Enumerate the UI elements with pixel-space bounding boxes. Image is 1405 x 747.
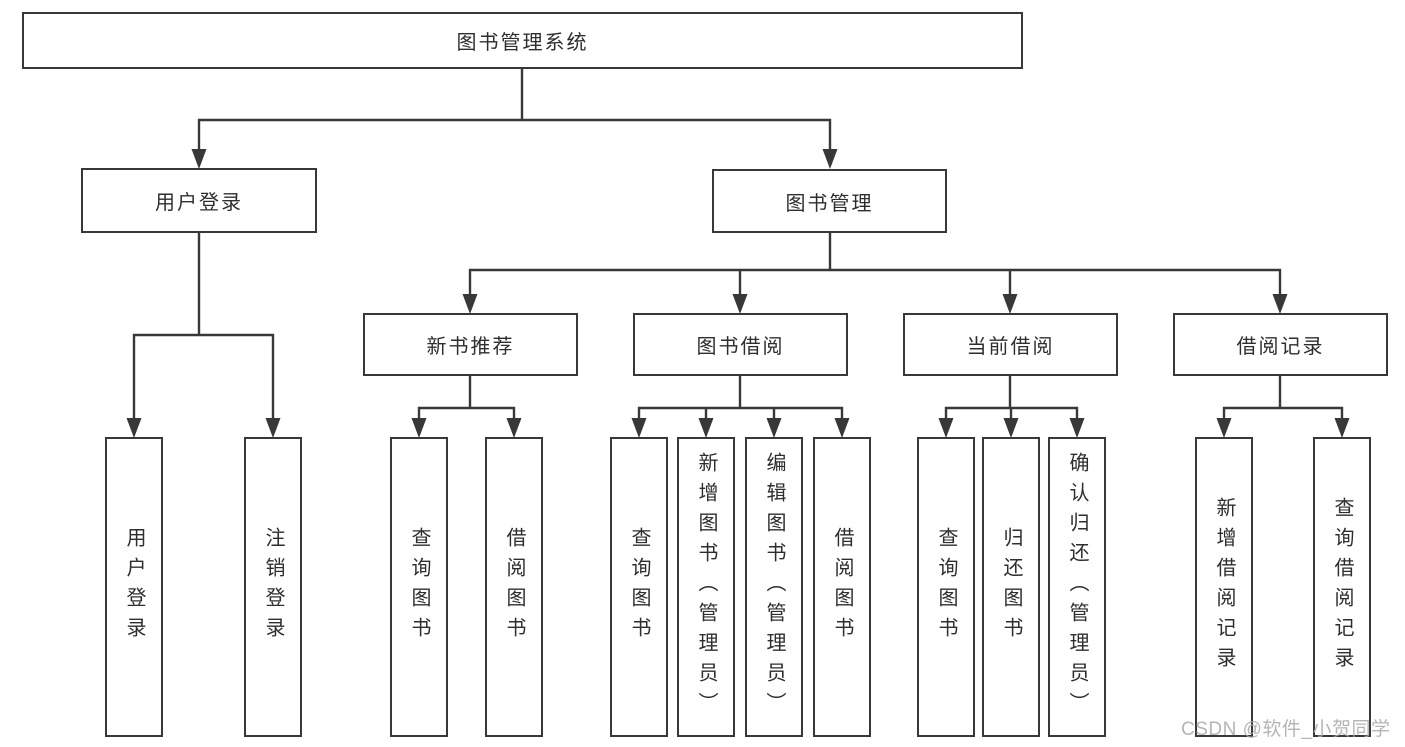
node-label: 新书推荐	[426, 336, 515, 358]
leaf-label: 新增图书（管理员）	[695, 452, 717, 722]
node-new-book-recommend: 新书推荐	[363, 313, 578, 376]
leaf-edit-book-admin: 编辑图书（管理员）	[745, 437, 803, 737]
leaf-label: 确认归还（管理员）	[1066, 452, 1088, 722]
node-label: 当前借阅	[966, 336, 1055, 358]
leaf-label: 查询图书	[935, 527, 957, 647]
leaf-add-book-admin: 新增图书（管理员）	[677, 437, 735, 737]
leaf-label: 查询图书	[628, 527, 650, 647]
leaf-borrow-query-book: 查询图书	[610, 437, 668, 737]
node-label: 图书管理系统	[456, 32, 589, 54]
leaf-borrow-book: 借阅图书	[813, 437, 871, 737]
leaf-label: 借阅图书	[503, 527, 525, 647]
leaf-recommend-query-book: 查询图书	[390, 437, 448, 737]
leaf-add-borrow-record: 新增借阅记录	[1195, 437, 1253, 737]
leaf-label: 新增借阅记录	[1213, 497, 1235, 677]
node-current-borrow: 当前借阅	[903, 313, 1118, 376]
node-borrow-records: 借阅记录	[1173, 313, 1388, 376]
leaf-label: 注销登录	[262, 527, 284, 647]
leaf-label: 用户登录	[123, 527, 145, 647]
leaf-current-query-book: 查询图书	[917, 437, 975, 737]
node-user-login: 用户登录	[81, 168, 317, 233]
arrowheads	[126, 149, 1350, 438]
node-label: 图书管理	[785, 192, 874, 215]
csdn-watermark: CSDN @软件_小贺同学	[1181, 719, 1391, 740]
node-label: 图书借阅	[696, 336, 785, 358]
node-library-management-system: 图书管理系统	[22, 12, 1023, 69]
leaf-query-borrow-record: 查询借阅记录	[1313, 437, 1371, 737]
leaf-confirm-return-admin: 确认归还（管理员）	[1048, 437, 1106, 737]
leaf-user-login: 用户登录	[105, 437, 163, 737]
node-book-management: 图书管理	[712, 169, 947, 233]
node-label: 借阅记录	[1236, 336, 1325, 358]
leaf-logout: 注销登录	[244, 437, 302, 737]
leaf-label: 查询借阅记录	[1331, 497, 1353, 677]
leaf-label: 归还图书	[1000, 527, 1022, 647]
node-label: 用户登录	[155, 192, 243, 214]
leaf-label: 编辑图书（管理员）	[763, 452, 785, 722]
leaf-return-book: 归还图书	[982, 437, 1040, 737]
leaf-label: 借阅图书	[831, 527, 853, 647]
leaf-recommend-borrow-book: 借阅图书	[485, 437, 543, 737]
leaf-label: 查询图书	[408, 527, 430, 647]
node-book-borrow: 图书借阅	[633, 313, 848, 376]
